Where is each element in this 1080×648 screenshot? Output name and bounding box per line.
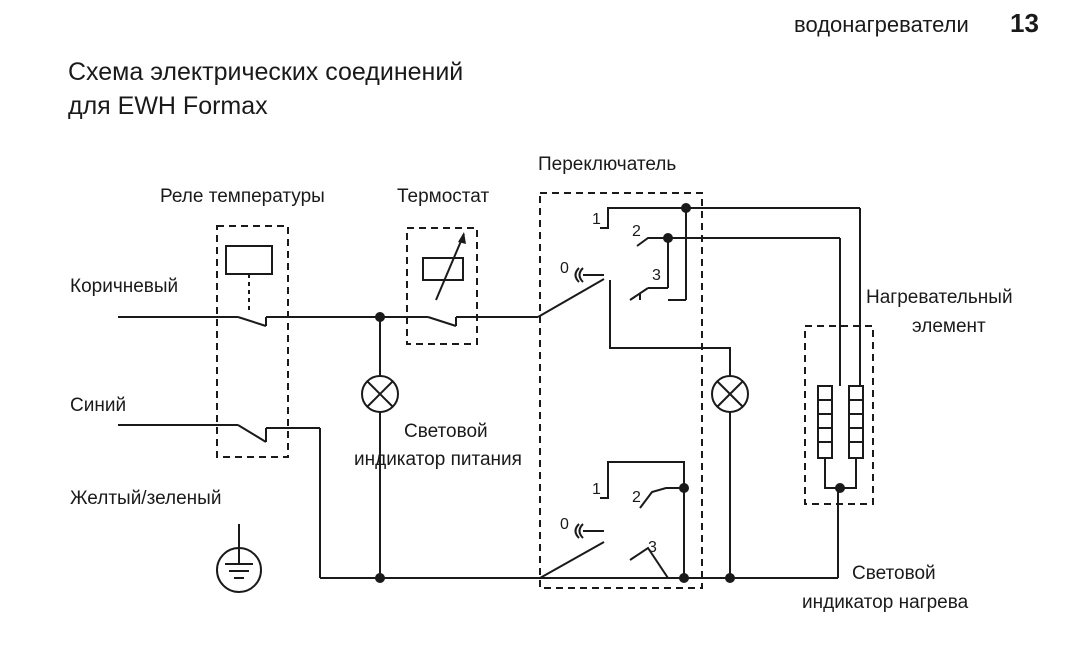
brown-wire-label: Коричневый bbox=[70, 276, 179, 297]
junction-dot bbox=[679, 483, 689, 493]
heater-coil-left-ribs bbox=[818, 399, 832, 443]
thermostat-arrow-head bbox=[458, 232, 466, 244]
switch-upper-contact-3 bbox=[629, 287, 668, 301]
switch-lower-pos-3: 3 bbox=[648, 539, 657, 556]
switch-upper-pos-3: 3 bbox=[652, 267, 661, 284]
relay-contact-1 bbox=[237, 316, 267, 327]
heat-indicator-label-line1: Световой bbox=[852, 563, 936, 584]
switch-upper-pos-2: 2 bbox=[632, 223, 641, 240]
switch-lower-pos-0: 0 bbox=[560, 516, 569, 533]
power-indicator-lamp bbox=[361, 317, 399, 578]
switch-upper-contact-2 bbox=[636, 237, 668, 247]
switch-upper-knob bbox=[574, 267, 580, 283]
ground-wire-label: Желтый/зеленый bbox=[70, 488, 222, 509]
heater-coil-right-ribs bbox=[849, 399, 863, 443]
power-indicator-label-line1: Световой bbox=[404, 421, 488, 442]
junction-dot bbox=[375, 573, 385, 583]
relay-housing bbox=[216, 225, 289, 458]
switch-lower-pos-1: 1 bbox=[592, 481, 601, 498]
page-number: 13 bbox=[1010, 8, 1039, 38]
heat-indicator-label-line2: индикатор нагрева bbox=[802, 592, 969, 613]
heater-coil-right bbox=[848, 385, 864, 459]
junction-dot bbox=[835, 483, 845, 493]
diagram-title-line2: для EWH Formax bbox=[68, 92, 268, 120]
switch-lower-lever bbox=[539, 541, 605, 579]
switch-upper-contact-1 bbox=[600, 207, 686, 229]
heater-coil-left bbox=[817, 385, 833, 459]
switch-housing bbox=[539, 192, 703, 589]
heat-indicator-lamp bbox=[711, 375, 749, 578]
heater-label-line2: элемент bbox=[912, 316, 986, 337]
switch-label: Переключатель bbox=[538, 154, 677, 175]
thermostat-contact bbox=[427, 316, 457, 327]
junction-dot bbox=[681, 203, 691, 213]
switch-lower-knob bbox=[574, 523, 580, 539]
junction-dot bbox=[725, 573, 735, 583]
thermostat-adjust-arrow bbox=[435, 233, 465, 301]
brown-line bbox=[118, 278, 605, 327]
switch-lower-section: 0 1 2 3 bbox=[560, 461, 685, 579]
temperature-relay bbox=[216, 225, 289, 458]
junction-dots bbox=[375, 203, 845, 583]
section-name: водонагреватели bbox=[794, 12, 969, 37]
thermostat-sensor bbox=[422, 257, 464, 281]
switch-upper-pos-1: 1 bbox=[592, 211, 601, 228]
relay-label: Реле температуры bbox=[160, 186, 325, 207]
switch-upper-section: 0 1 2 3 bbox=[560, 207, 861, 386]
diagram-title-line1: Схема электрических соединений bbox=[68, 58, 464, 86]
switch-upper-pos-0: 0 bbox=[560, 260, 569, 277]
junction-dot bbox=[375, 312, 385, 322]
heater-label-line1: Нагревательный bbox=[866, 287, 1013, 308]
ground-symbol bbox=[216, 524, 262, 593]
switch-lower-contact-1 bbox=[600, 461, 685, 578]
relay-coil bbox=[225, 245, 273, 275]
switch-lower-pos-2: 2 bbox=[632, 489, 641, 506]
junction-dot bbox=[679, 573, 689, 583]
power-indicator-label-line2: индикатор питания bbox=[354, 449, 522, 470]
switch-lower-contact-3 bbox=[629, 546, 684, 579]
thermostat-housing bbox=[406, 227, 478, 345]
switch-upper-lever bbox=[537, 278, 605, 318]
junction-dot bbox=[663, 233, 673, 243]
relay-contact-2 bbox=[237, 424, 267, 443]
thermostat bbox=[406, 227, 478, 345]
thermostat-label: Термостат bbox=[397, 186, 490, 207]
blue-wire-label: Синий bbox=[70, 395, 127, 416]
switch-lower-contact-2 bbox=[639, 487, 684, 509]
